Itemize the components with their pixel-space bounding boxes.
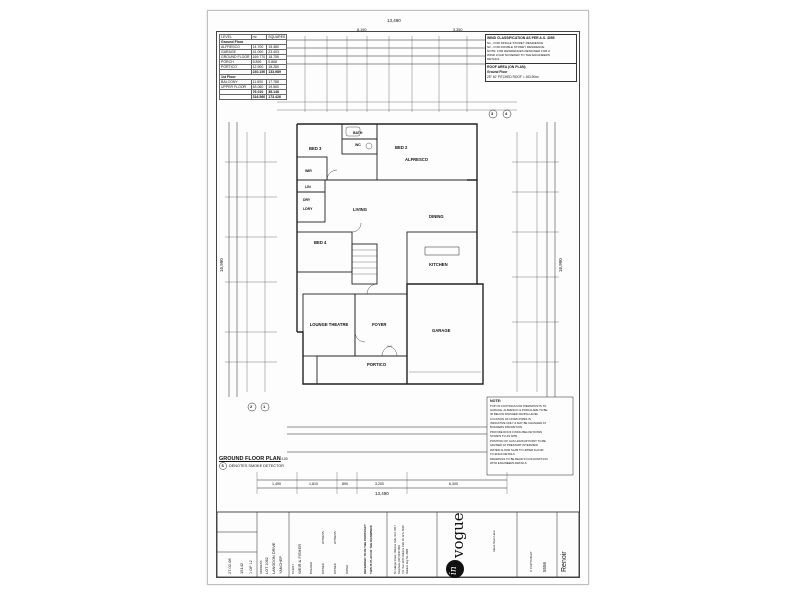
note-line: DRAWINGS TO BE READ IN CONJUNCTION <box>490 457 548 461</box>
title-job-number: 5556 <box>542 561 547 572</box>
overall-depth-right: 16,990 <box>558 258 563 272</box>
note-line: LOCATION OF DOWN PIPES IS <box>490 417 531 421</box>
logo-text: vogue <box>449 512 467 558</box>
roof-area-value: 25° 40' PITCHED ROOF = 163.90m² <box>487 75 539 79</box>
dim-bottom: 890 <box>342 482 348 486</box>
title-label-address: ADDRESS <box>259 560 263 574</box>
title-date: 27.02.08 <box>227 558 232 574</box>
title-client: WEIR & FISHER <box>297 543 302 574</box>
overall-depth-left: 16,990 <box>219 258 224 272</box>
roof-area-title: ROOF AREA (ON PLAN) <box>487 65 526 69</box>
grid-marker: 3 <box>491 111 494 116</box>
wind-line: NOTE: FOR RESIDENCES DESIGNED FOR A <box>487 49 551 53</box>
dim-bottom: 6,300 <box>449 482 458 486</box>
overall-width-bottom: 13,490 <box>375 491 389 496</box>
room-bed4: BED 4 <box>314 240 327 245</box>
roof-area-level: Ground Floor <box>487 70 508 74</box>
room-foyer: FOYER <box>372 322 387 327</box>
address-line: Builders Reg No. 6889 <box>406 548 409 574</box>
plan-scale: 1:100 <box>279 457 288 461</box>
title-street: LANGDON DRIVE <box>272 542 276 574</box>
title-label-owner-2: OWNER <box>333 563 337 574</box>
title-label-client: CLIENT <box>291 564 295 574</box>
note-line: BUILDERS DISCRETION <box>490 425 523 429</box>
note-line: POSITION OF GAS HOOKUP POINT TO BE <box>490 439 546 443</box>
title-spec-note-2: THIS IS PLAN OF THE DRAWINGS <box>369 525 373 574</box>
room-kitchen: KITCHEN <box>429 262 448 267</box>
room-bed2: BED 2 <box>395 145 408 150</box>
title-label-builder: BUILDER <box>309 561 313 574</box>
smoke-detector-note: DENOTES SMOKE DETECTOR <box>229 464 284 468</box>
room-lin: LIN <box>305 185 311 189</box>
room-living: LIVING <box>353 207 367 212</box>
room-portico: PORTICO <box>367 362 387 367</box>
note-line: WITH ENGINEERS DETAILS <box>490 461 527 465</box>
plan-title: GROUND FLOOR PLAN <box>219 456 281 462</box>
note-line: WATER FLOOR SLAB TO UPPER FLOOR <box>490 448 544 452</box>
room-dry: DRY <box>303 198 311 202</box>
title-copyright: © COPYRIGHT <box>529 551 533 572</box>
wind-line: N1 - FOR SINGLE STOREY RESIDENCE <box>487 41 544 45</box>
dim-bottom: 1,490 <box>272 482 281 486</box>
room-alfresco: ALFRESCO <box>405 157 429 162</box>
note-line: TOP OF FOOTINGS FOR PIERS/POSTS TO <box>490 404 547 408</box>
logo-tagline: Ideas Start Here <box>492 530 496 552</box>
title-label-witness-2: WITNESS <box>333 531 337 544</box>
title-label-dated: DATED <box>345 564 349 574</box>
note-line: STRAPS TO AS 4055 <box>490 434 518 438</box>
note-line: 30 BELOW FINISHED PAVING LEVEL <box>490 412 539 416</box>
note-line: GARAGE, ALFRESCO & PORCH ARE TO BE <box>490 408 548 412</box>
title-spec-note-1: REFERRED TO IN THE CONTRACT <box>363 524 367 574</box>
grid-marker: 2 <box>250 404 253 409</box>
room-dining: DINING <box>429 214 444 219</box>
wind-title: WIND CLASSIFICATION AS PER A.S. 4055 <box>487 36 555 40</box>
smoke-detector-icon: S <box>221 463 224 468</box>
note-line: ADVISED AT PRESTART INTERVIEW <box>490 443 538 447</box>
title-label-owner: OWNER <box>321 563 325 574</box>
wind-line: N2 - FOR DOUBLE STOREY RESIDENCE <box>487 45 545 49</box>
grid-marker: 1 <box>263 404 266 409</box>
dim-top-right: 3,350 <box>453 28 463 32</box>
title-suburb: YANCHEP <box>279 555 283 574</box>
title-model: Renoir <box>561 551 568 572</box>
note-line: TO ENGS DETAILS <box>490 452 515 456</box>
dim-top-left: 8,190 <box>357 28 367 32</box>
dim-bottom: 3,200 <box>375 482 384 486</box>
wind-line: WIND LOAD N3 REFER TO THE ENGINEERS <box>487 53 550 57</box>
grid-marker: 4 <box>505 111 508 116</box>
notes-title: NOTE: <box>490 399 502 403</box>
room-wc: WC <box>355 143 361 147</box>
roof-area-box: ROOF AREA (ON PLAN) Ground Floor 25° 40'… <box>485 63 577 82</box>
room-wir: WIR <box>305 169 312 173</box>
title-sheet: 1 OF 12 <box>249 560 253 574</box>
dim-bottom: 1,810 <box>309 482 318 486</box>
room-ldry: LDRY <box>303 207 313 211</box>
title-lot: LOT 1062 <box>265 557 269 574</box>
overall-width-top: 13,490 <box>387 18 401 23</box>
logo-script: in <box>449 566 459 575</box>
floor-plan-drawing <box>217 36 579 577</box>
room-garage: GARAGE <box>432 328 451 333</box>
room-lounge-theatre: LOUNGE THEATRE <box>309 322 349 327</box>
note-line: PROVIDE ROOF FIXING BELOW DOWN <box>490 430 543 434</box>
note-line: INDICATIVE ONLY & MAY BE CHANGED AT <box>490 421 547 425</box>
wind-line: DETAILS <box>487 57 500 61</box>
room-bath: BATH <box>353 131 363 135</box>
title-label-witness: WITNESS <box>321 531 325 544</box>
title-drawing-no: 15142 <box>239 562 244 574</box>
room-bed3: BED 3 <box>309 146 322 151</box>
